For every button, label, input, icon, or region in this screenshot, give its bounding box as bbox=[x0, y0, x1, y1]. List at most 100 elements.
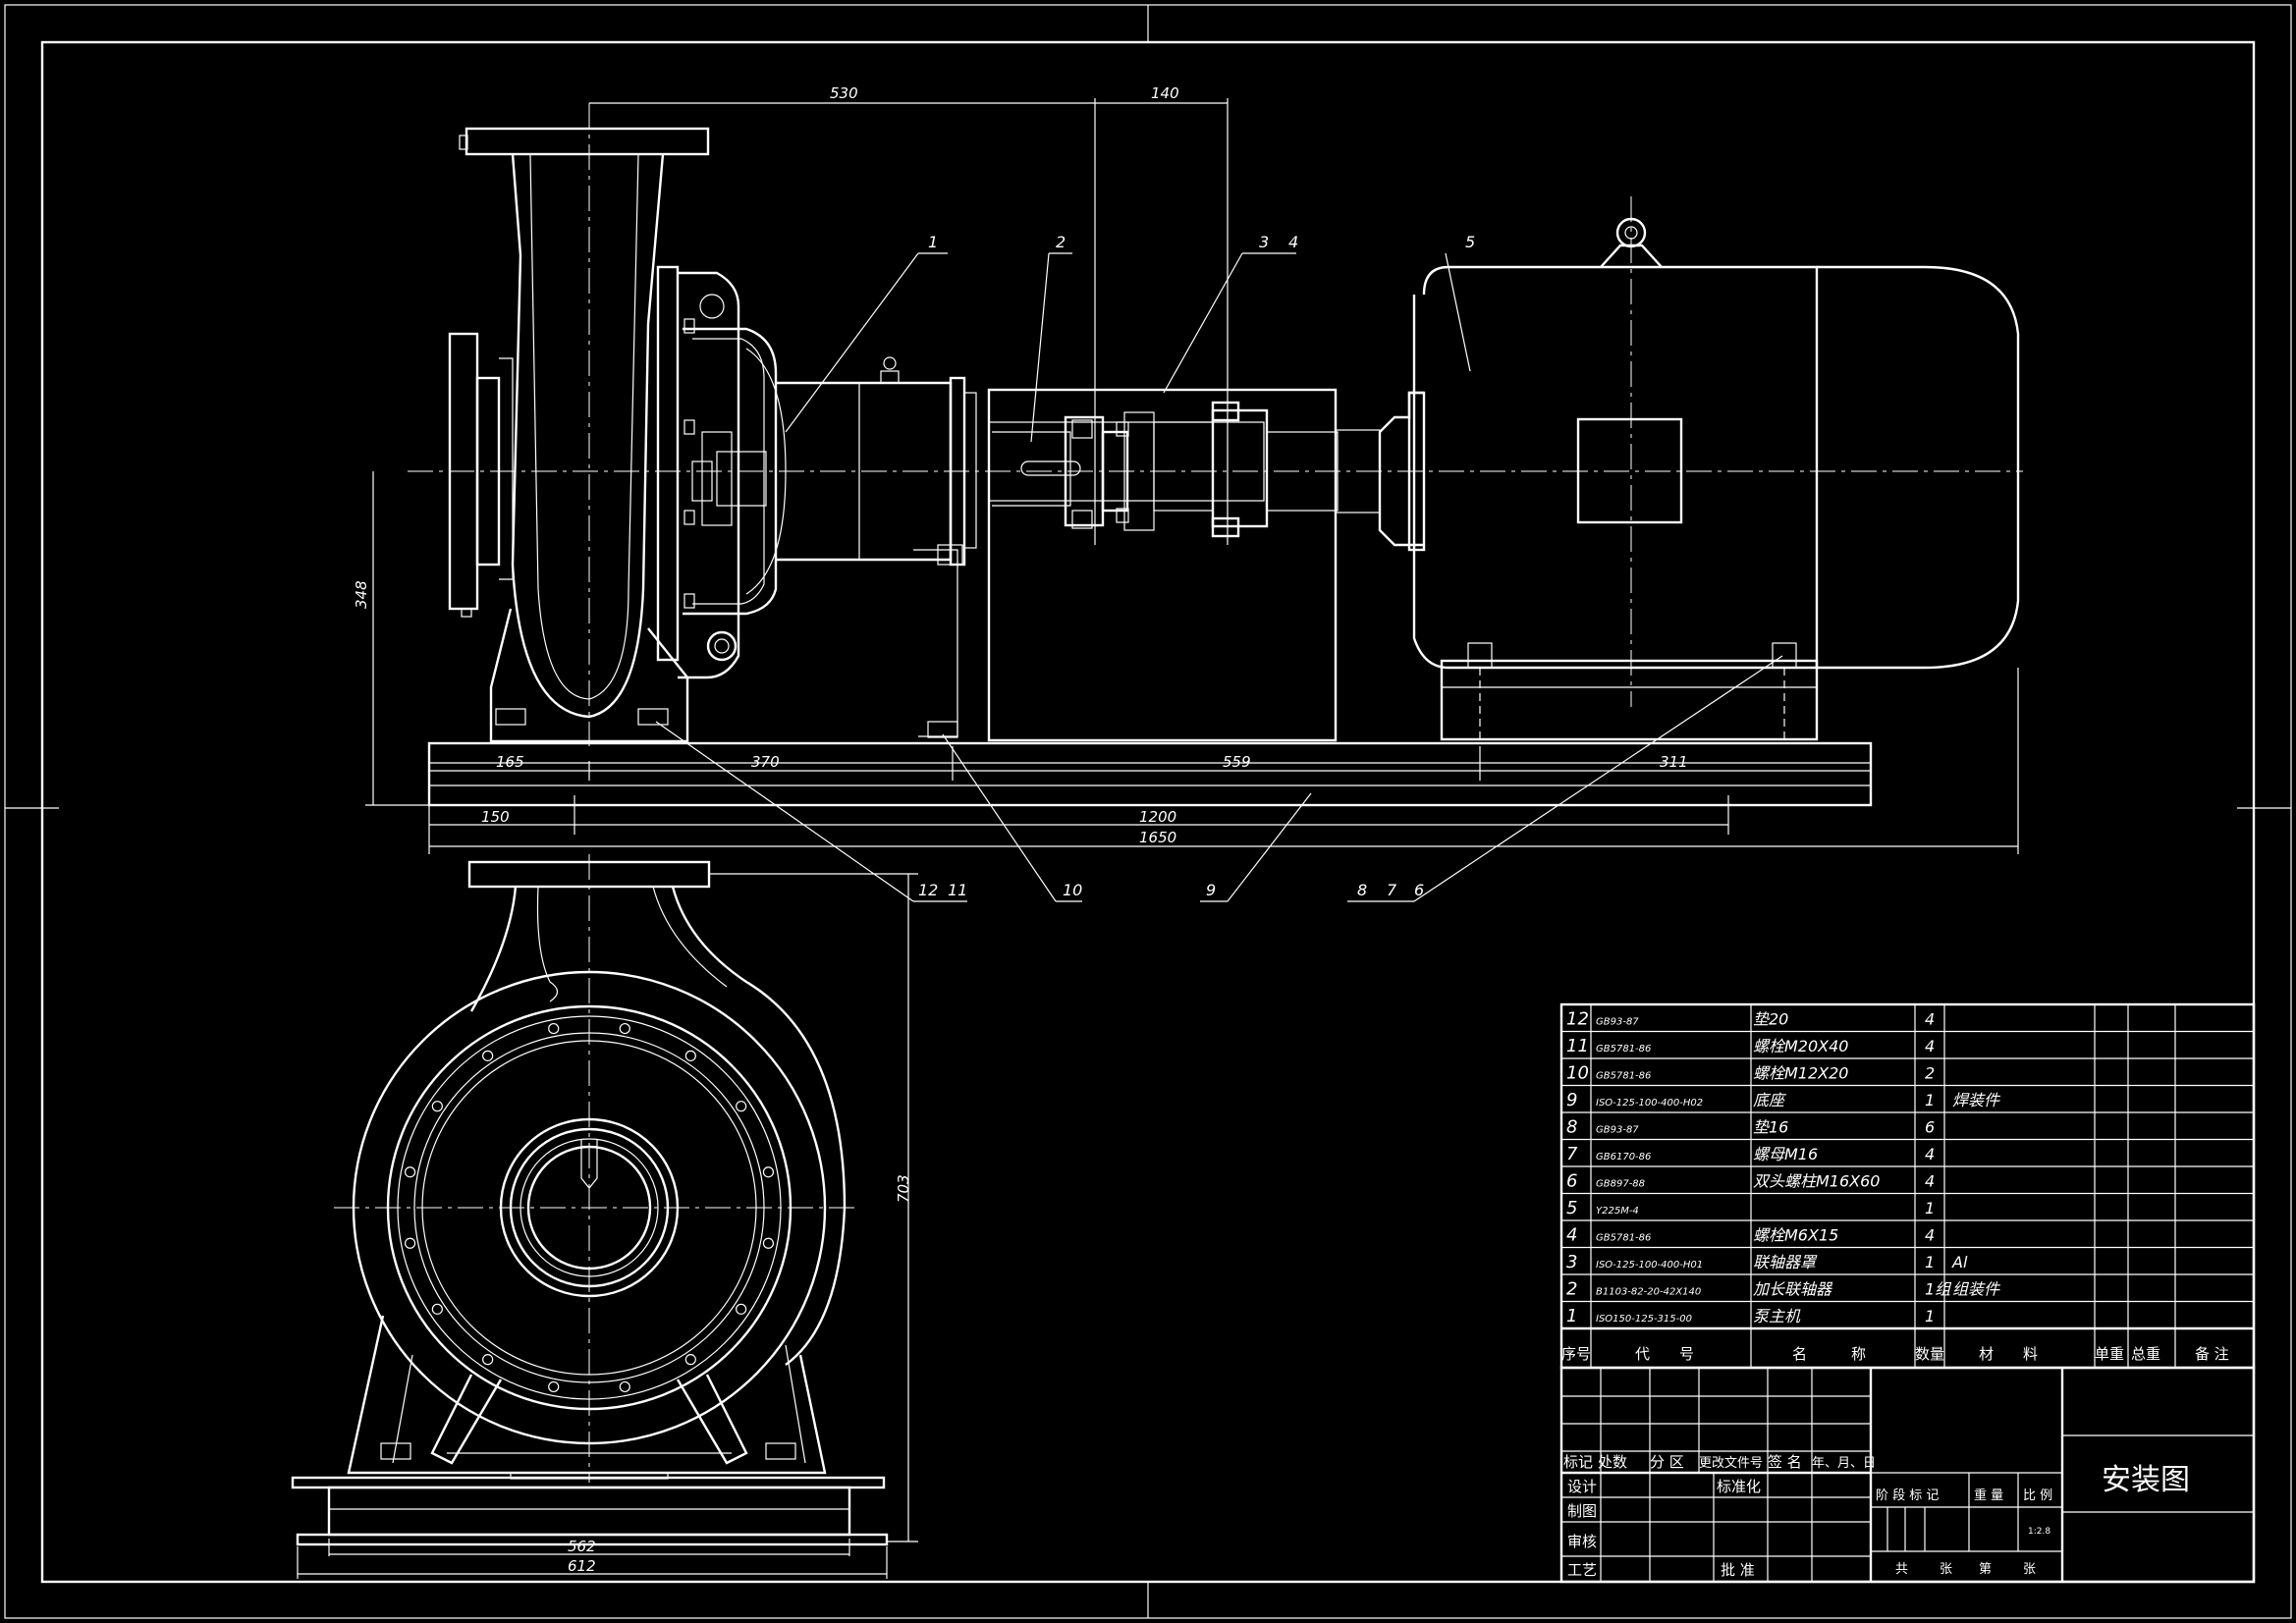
bom-cell-qty: 1 bbox=[1925, 1091, 1935, 1109]
bom-cell-name: 加长联轴器 bbox=[1753, 1280, 1833, 1299]
balloon-5: 5 bbox=[1465, 233, 1475, 251]
tb-stage-mark: 阶 段 标 记 bbox=[1876, 1488, 1939, 1503]
balloon-10: 10 bbox=[1063, 881, 1082, 899]
tb-approve: 批 准 bbox=[1721, 1561, 1755, 1579]
bom-cell-name: 双头螺柱M16X60 bbox=[1753, 1172, 1881, 1191]
bom-cell-name: 螺栓M6X15 bbox=[1753, 1226, 1838, 1245]
bolt-hole bbox=[762, 1166, 775, 1178]
dim-311: 311 bbox=[1660, 753, 1688, 771]
tb-weight: 重 量 bbox=[1974, 1488, 2003, 1503]
bom-cell-name: 垫20 bbox=[1753, 1010, 1788, 1029]
bolt-hole bbox=[431, 1101, 443, 1112]
tb-mark: 标记 bbox=[1563, 1453, 1593, 1471]
bom-cell-name: 螺栓M12X20 bbox=[1753, 1064, 1849, 1083]
bom-cell-no: 2 bbox=[1566, 1279, 1577, 1300]
bolt-hole bbox=[736, 1101, 747, 1112]
bolt-hole bbox=[762, 1237, 775, 1249]
bom-cell-qty: 4 bbox=[1925, 1145, 1935, 1163]
bom-cell-no: 3 bbox=[1566, 1252, 1577, 1272]
bom-cell-code: GB5781-86 bbox=[1596, 1044, 1651, 1055]
bolt-hole bbox=[548, 1380, 560, 1393]
bom-cell-code: GB93-87 bbox=[1596, 1125, 1639, 1136]
bom-cell-code: B1103-82-20-42X140 bbox=[1596, 1287, 1701, 1298]
bom-cell-code: ISO-125-100-400-H02 bbox=[1596, 1098, 1703, 1109]
bom-cell-qty: 1组 bbox=[1925, 1280, 1952, 1299]
dimensions-side: 703 562 612 bbox=[297, 873, 918, 1579]
pump-front-view bbox=[448, 127, 977, 743]
drawing-title: 安装图 bbox=[2102, 1463, 2190, 1497]
bom-cell-qty: 4 bbox=[1925, 1226, 1935, 1245]
bom-cell-qty: 4 bbox=[1925, 1037, 1935, 1055]
bom-cell-name: 螺母M16 bbox=[1753, 1145, 1818, 1163]
bom-cell-qty: 1 bbox=[1925, 1253, 1935, 1271]
bom-cell-no: 12 bbox=[1566, 1009, 1589, 1030]
balloon-2: 2 bbox=[1056, 233, 1066, 251]
dim-150: 150 bbox=[481, 808, 510, 826]
sheet-frame bbox=[4, 4, 2292, 1619]
balloon-11: 11 bbox=[948, 881, 967, 899]
bom-header-remark: 备 注 bbox=[2195, 1345, 2229, 1363]
bolt-hole bbox=[684, 1354, 696, 1366]
bom-cell-material: 组装件 bbox=[1952, 1280, 2001, 1299]
dim-140: 140 bbox=[1151, 84, 1179, 102]
balloon-8: 8 bbox=[1357, 881, 1367, 899]
bom-cell-no: 8 bbox=[1566, 1117, 1577, 1138]
base-frame bbox=[427, 741, 1873, 807]
bom-cell-no: 11 bbox=[1566, 1036, 1589, 1056]
dim-612: 612 bbox=[568, 1557, 596, 1575]
dim-559: 559 bbox=[1223, 753, 1251, 771]
tb-design: 设计 bbox=[1567, 1478, 1597, 1495]
bom-cell-name: 底座 bbox=[1753, 1091, 1787, 1109]
balloon-3: 3 bbox=[1259, 233, 1269, 251]
tb-sign: 签 名 bbox=[1768, 1453, 1802, 1471]
pump-side-view bbox=[291, 854, 889, 1546]
tb-scale-value: 1:2.8 bbox=[2028, 1527, 2050, 1537]
bolt-hole bbox=[482, 1354, 494, 1366]
tb-standardize: 标准化 bbox=[1717, 1478, 1761, 1495]
bom-row: 11 GB5781-86 螺栓M20X40 4 bbox=[1566, 1036, 1935, 1056]
bolt-hole bbox=[619, 1022, 630, 1035]
bom-cell-no: 1 bbox=[1566, 1306, 1577, 1326]
tb-sheet-word: 张 bbox=[2023, 1562, 2036, 1577]
bom-header-code: 代 号 bbox=[1635, 1345, 1694, 1363]
bolt-hole bbox=[684, 1050, 696, 1061]
dim-348: 348 bbox=[353, 580, 370, 609]
bom-cell-name: 联轴器罩 bbox=[1753, 1253, 1818, 1271]
bom-header-name: 名 称 bbox=[1792, 1345, 1866, 1363]
bom-cell-name: 螺栓M20X40 bbox=[1753, 1037, 1849, 1055]
bolt-hole bbox=[404, 1166, 416, 1178]
dim-1200: 1200 bbox=[1139, 808, 1176, 826]
balloon-6: 6 bbox=[1414, 881, 1424, 899]
bom-cell-qty: 4 bbox=[1925, 1172, 1935, 1191]
bom-cell-name: 垫16 bbox=[1753, 1118, 1788, 1137]
bolt-hole bbox=[431, 1303, 443, 1315]
bom-cell-code: GB5781-86 bbox=[1596, 1071, 1651, 1082]
tb-sheets-total: 共 bbox=[1895, 1562, 1908, 1577]
bolt-hole bbox=[404, 1237, 416, 1249]
balloon-12: 12 bbox=[918, 881, 938, 899]
bom-cell-code: GB897-88 bbox=[1596, 1179, 1645, 1190]
bom-cell-code: ISO150-125-315-00 bbox=[1596, 1314, 1692, 1325]
bom-cell-code: GB5781-86 bbox=[1596, 1233, 1651, 1244]
bom-cell-code: GB93-87 bbox=[1596, 1017, 1639, 1028]
bom-header-unit-weight: 单重 bbox=[2095, 1345, 2124, 1363]
bom-cell-no: 6 bbox=[1566, 1171, 1577, 1192]
dimensions-front: 530 140 348 165 370 559 311 150 1200 165… bbox=[353, 84, 2019, 854]
bolt-hole bbox=[736, 1303, 747, 1315]
coupling-guard bbox=[987, 388, 1381, 742]
balloon-7: 7 bbox=[1387, 881, 1397, 899]
dim-1650: 1650 bbox=[1139, 829, 1176, 846]
bom-cell-code: Y225M-4 bbox=[1596, 1206, 1639, 1217]
bom-header-no: 序号 bbox=[1561, 1345, 1591, 1363]
bom-cell-material: 焊装件 bbox=[1952, 1091, 2001, 1109]
